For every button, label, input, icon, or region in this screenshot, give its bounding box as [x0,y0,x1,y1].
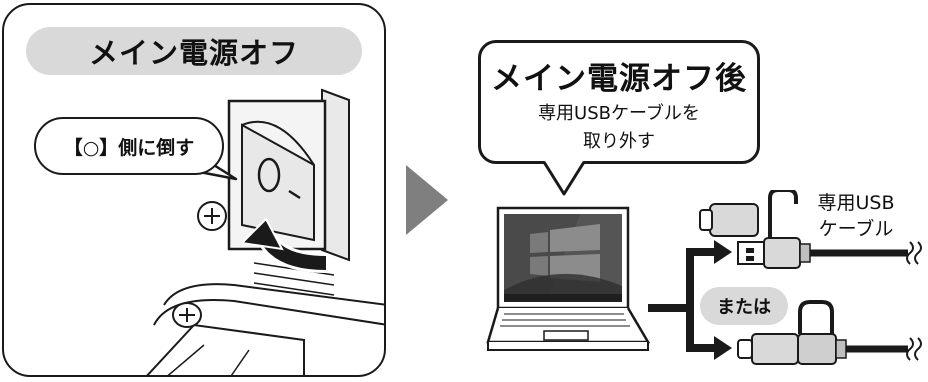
cable-label-line-1: 専用USB [817,192,895,214]
screw-icon [197,201,227,231]
callout-box: メイン電源オフ後 専用USBケーブルを 取り外す [478,40,760,164]
laptop-icon [486,206,651,351]
cable-label-line-2: ケーブル [818,218,894,240]
curved-arrow-icon [239,217,327,273]
arrow-to-usb-a [686,240,732,264]
instruction-bubble: 【○】側に倒す [34,117,224,175]
arrow-to-usb-c [686,336,732,360]
callout-line-1: 専用USBケーブルを [538,103,700,124]
left-panel-title: メイン電源オフ [26,27,362,75]
left-panel: メイン電源オフ 【○】側に倒す [2,3,386,377]
laptop-cable-illustration [486,190,922,365]
usb-a-plug-icon [699,190,811,269]
cable-label: 専用USB ケーブル [806,190,906,242]
cable-break-icon [906,337,922,361]
next-step-arrow-icon [406,165,448,235]
screw-icon [172,302,202,328]
power-switch-illustration [146,88,384,375]
callout-title: メイン電源オフ後 [491,61,747,97]
cable-break-icon [906,241,922,265]
on-mark [288,189,301,200]
usb-c-plug-icon [737,300,847,365]
or-badge: または [700,287,788,325]
callout-line-2: 取り外す [583,131,655,152]
off-mark [257,157,281,193]
callout-tail [542,160,586,196]
